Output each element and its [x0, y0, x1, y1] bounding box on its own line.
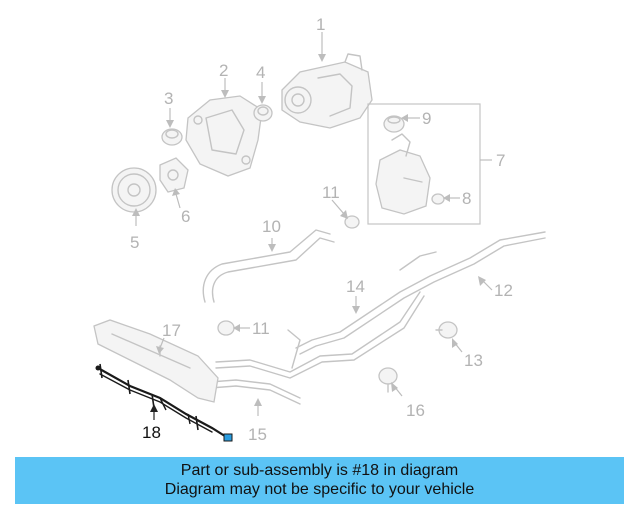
callout-13: 13	[464, 351, 483, 370]
pulley-part-5	[111, 167, 157, 213]
callout-1: 1	[316, 15, 325, 34]
callout-10: 10	[262, 217, 281, 236]
callout-2: 2	[219, 61, 228, 80]
return-line-part-14	[215, 291, 425, 379]
callout-11-upper: 11	[322, 183, 340, 202]
callout-7: 7	[496, 151, 505, 170]
bracket-part-2	[185, 95, 263, 177]
callout-5: 5	[130, 233, 139, 252]
callout-15: 15	[248, 425, 267, 444]
callout-17: 17	[162, 321, 181, 340]
callout-18: 18	[142, 423, 161, 442]
banner-line-part-number: Part or sub-assembly is #18 in diagram	[180, 462, 459, 479]
banner-line-disclaimer: Diagram may not be specific to your vehi…	[164, 481, 475, 498]
parts-diagram: 1 2 3 4 5 6	[93, 15, 546, 444]
reservoir-part-7	[375, 133, 431, 215]
bushing-part-4	[253, 104, 273, 122]
pump-part-1	[281, 53, 373, 129]
gasket-part-6	[159, 157, 189, 193]
callout-14: 14	[346, 277, 365, 296]
line-part-15	[209, 379, 301, 405]
callout-6: 6	[181, 207, 190, 226]
clamp-part-11-upper	[344, 215, 360, 229]
callout-11-lower: 11	[252, 319, 270, 338]
clip-part-8	[431, 193, 445, 205]
valve-part-16	[378, 367, 398, 393]
callout-4: 4	[256, 63, 265, 82]
steering-gear-part-17	[93, 319, 219, 403]
callout-9: 9	[422, 109, 431, 128]
callout-12: 12	[494, 281, 513, 300]
reservoir-box-part-7	[367, 103, 481, 225]
cap-part-9	[383, 115, 405, 133]
sensor-part-13	[435, 321, 458, 339]
callout-3: 3	[164, 89, 173, 108]
callout-16: 16	[406, 401, 425, 420]
transfer-line-part-18	[95, 363, 233, 442]
callout-8: 8	[462, 189, 471, 208]
hose-part-10	[202, 229, 335, 303]
info-banner: Part or sub-assembly is #18 in diagram D…	[15, 457, 624, 504]
clamp-part-11-lower	[217, 320, 235, 336]
bushing-part-3	[161, 128, 183, 146]
pressure-line-part-12	[295, 231, 546, 355]
